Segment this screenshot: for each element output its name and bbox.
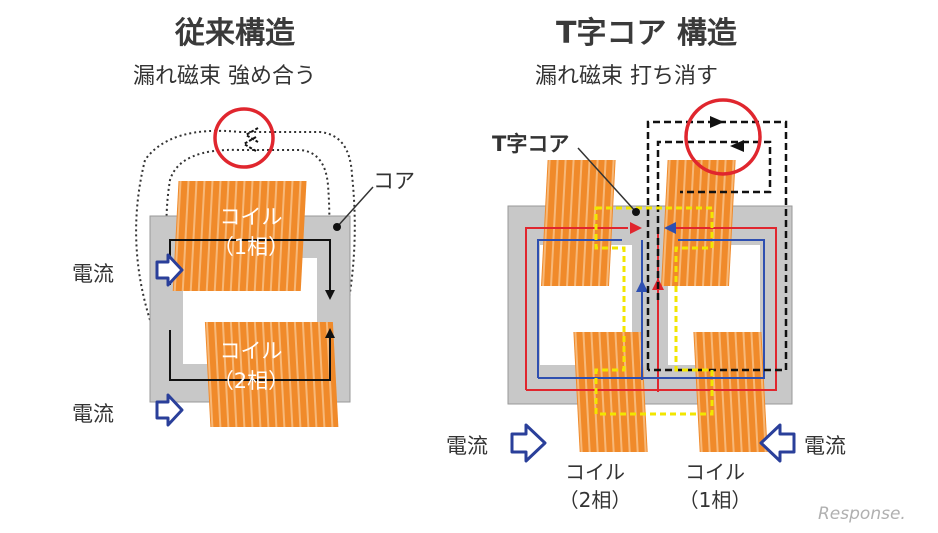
flux-arrow-black-right [710,116,724,128]
right-diagram [507,98,796,463]
coil-right-1-label-line2: （1相） [678,488,752,512]
flux-arrow-blue-up [636,280,648,292]
coil-right-2-label-line1: コイル [565,460,625,484]
t-core-label-dot [632,208,640,216]
flux-loop-outer [646,120,788,372]
coil-right-right-bottom [693,332,768,452]
flux-path-blue [537,239,765,380]
coil-right-1-label: コイル （1相） [660,458,770,514]
flux-arrow-up [325,328,335,338]
current-arrow-right-right [759,423,796,463]
flux-loop-inner [656,140,772,300]
coil-1-label-line1: コイル [219,205,283,229]
left-subtitle: 漏れ磁束 強め合う [133,64,316,89]
highlight-circle-right [684,98,762,176]
coil-2-label-line1: コイル [219,339,283,363]
coil-right-2-label: コイル （2相） [540,458,650,514]
coil-right-left-bottom [573,332,648,452]
coil-1-label: コイル （1相） [196,202,306,262]
flux-arrowhead-1 [244,127,259,143]
t-core-label: T字コア [492,132,570,156]
current-arrow-top [155,253,184,287]
coil-2-label-line2: （2相） [212,369,290,393]
coil-phase-1 [172,181,307,291]
coil-2-label: コイル （2相） [196,336,306,396]
response-watermark: Response. [818,504,906,524]
current-arrow-bottom [155,393,184,427]
flux-arrow-red-right [630,222,642,234]
current-loop-bottom [169,330,331,381]
current-label-right-right: 電流 [804,434,846,458]
coil-right-1-label-line1: コイル [685,460,745,484]
coil-right-2-label-line2: （2相） [558,488,632,512]
current-arrow-right-left [510,423,547,463]
current-label-top: 電流 [72,262,114,286]
coil-right-right-top [661,160,736,286]
flux-arrow-down [325,290,335,300]
current-label-right-left: 電流 [446,434,488,458]
left-diagram [135,107,374,427]
highlight-circle-left [213,107,275,169]
coil-right-left-top [541,160,616,286]
core-label-pointer [336,186,374,228]
flux-arrow-blue-left [664,222,676,234]
current-label-bottom: 電流 [72,402,114,426]
right-subtitle: 漏れ磁束 打ち消す [535,64,718,89]
left-title: 従来構造 [175,16,295,51]
core-label-dot [333,223,341,231]
flux-arrowhead-2 [242,136,257,152]
coil-phase-2 [204,322,339,427]
t-core-outline [594,206,714,416]
flux-arrow-black-left [730,140,744,152]
right-title: T字コア 構造 [556,16,737,51]
core-label: コア [373,169,415,193]
t-core-label-pointer [577,147,637,213]
coil-1-label-line2: （1相） [212,235,290,259]
